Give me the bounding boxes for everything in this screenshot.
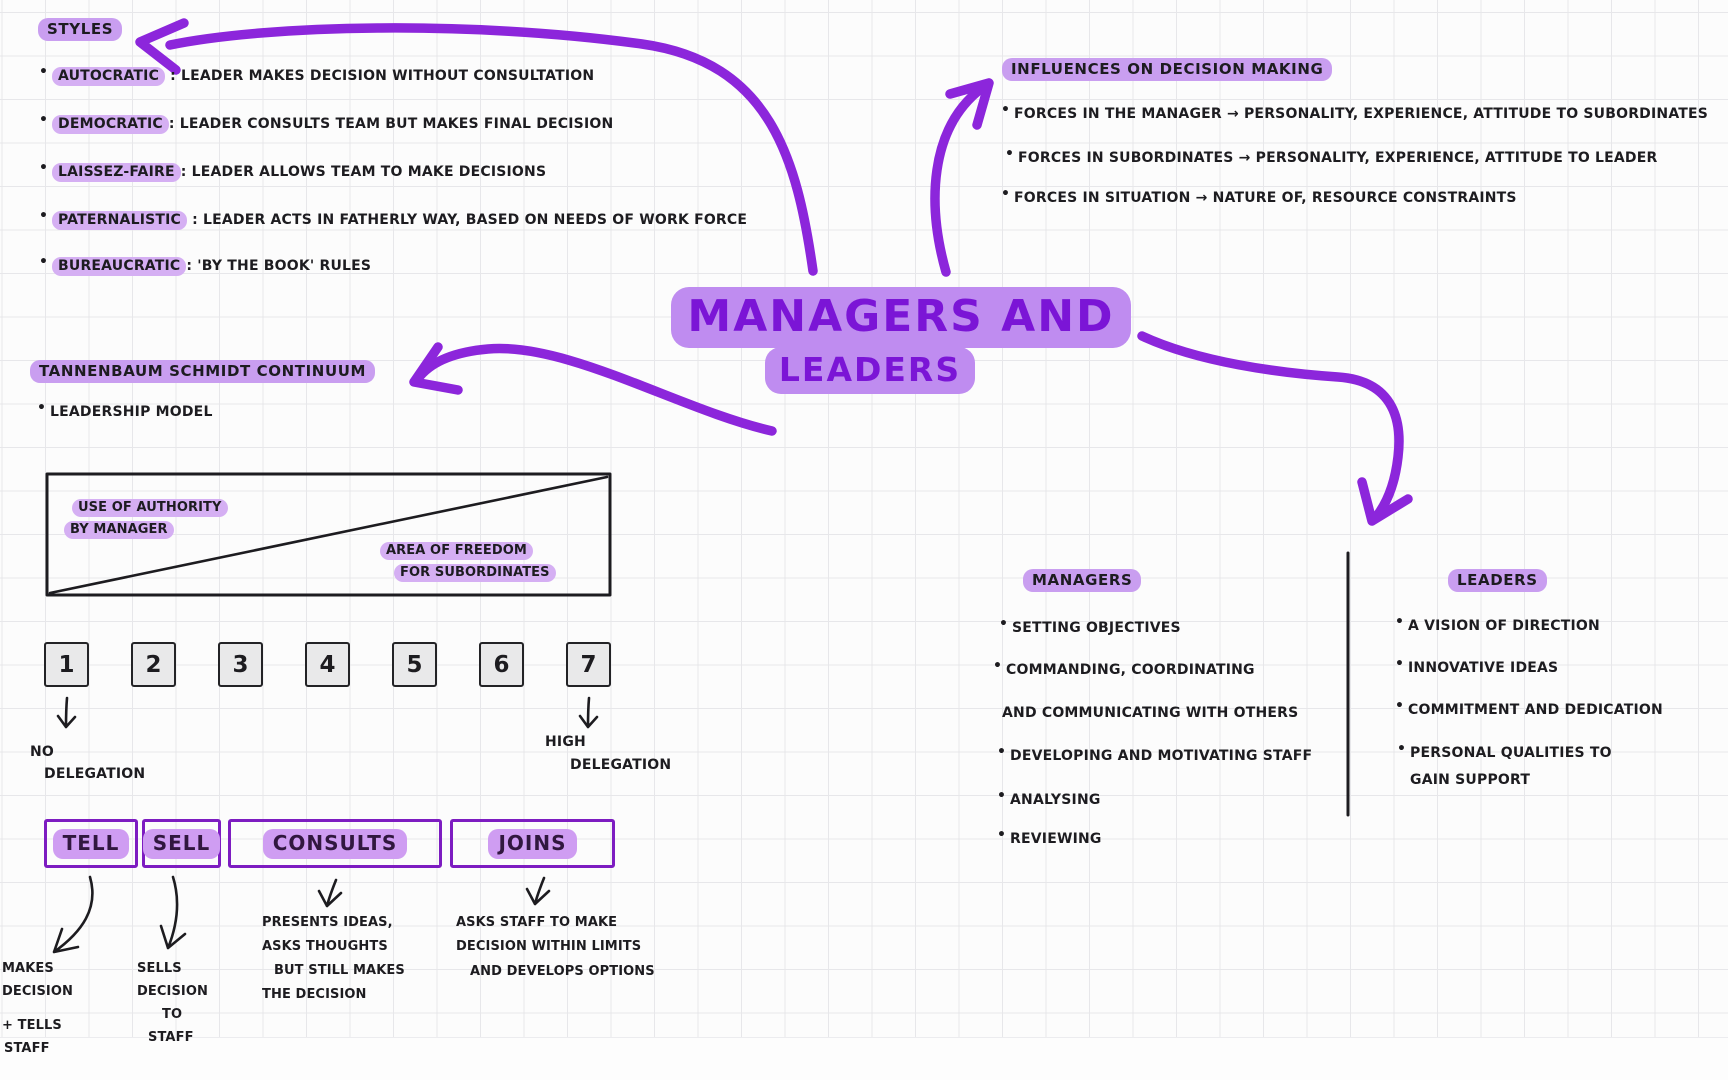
joins-desc-line: ASKS STAFF TO MAKE [456,915,618,930]
sell-desc-line: TO [162,1007,183,1022]
scale-box-3: 3 [218,642,263,687]
managers-item-cont: AND COMMUNICATING WITH OTHERS [1002,705,1299,721]
influences-item: FORCES IN SITUATION → NATURE OF, RESOURC… [1001,186,1517,206]
leaders-item: COMMITMENT AND DEDICATION [1395,698,1663,718]
managers-item: SETTING OBJECTIVES [999,616,1181,636]
mode-box-joins: JOINS [450,819,615,868]
scale-box-5: 5 [392,642,437,687]
tell-desc-line: STAFF [4,1041,50,1056]
mode-label-consults: CONSULTS [262,828,408,859]
sell-desc-line: DECISION [137,984,208,999]
tell-desc-line: + TELLS [2,1018,62,1033]
styles-term: LAISSEZ-FAIRE [52,163,181,182]
mode-label-tell: TELL [52,828,130,859]
mode-label-joins: JOINS [488,828,577,859]
leaders-heading: LEADERS [1448,569,1547,592]
styles-term: AUTOCRATIC [52,67,166,86]
styles-term: DEMOCRATIC [52,115,169,134]
joins-desc-line: DECISION WITHIN LIMITS [456,939,642,954]
consults-desc-line: BUT STILL MAKES [274,963,405,978]
sell-desc-line: STAFF [148,1030,194,1045]
tell-desc-line: DECISION [2,984,73,999]
styles-desc: : LEADER ALLOWS TEAM TO MAKE DECISIONS [180,164,547,180]
managers-item: ANALYSING [997,788,1101,808]
mode-box-tell: TELL [44,819,138,868]
page-bottom-margin [0,1037,1728,1080]
styles-item-bureaucratic: BUREAUCRATIC: 'BY THE BOOK' RULES [39,254,372,276]
styles-term: PATERNALISTIC [52,211,188,230]
high-delegation-line2: DELEGATION [570,757,672,773]
scale-box-6: 6 [479,642,524,687]
styles-desc: : LEADER CONSULTS TEAM BUT MAKES FINAL D… [168,116,614,132]
styles-desc: : LEADER ACTS IN FATHERLY WAY, BASED ON … [187,212,748,228]
leaders-item: A VISION OF DIRECTION [1395,614,1600,634]
consults-desc-line: ASKS THOUGHTS [262,939,388,954]
managers-item: DEVELOPING AND MOTIVATING STAFF [997,744,1312,764]
mode-label-sell: SELL [142,828,221,859]
managers-heading: MANAGERS [1023,569,1142,592]
leaders-item-cont: GAIN SUPPORT [1410,772,1531,788]
styles-item-democratic: DEMOCRATIC: LEADER CONSULTS TEAM BUT MAK… [39,112,614,134]
styles-desc: : 'BY THE BOOK' RULES [186,258,372,274]
tannenbaum-heading: TANNENBAUM SCHMIDT CONTINUUM [30,360,376,383]
styles-desc: : LEADER MAKES DECISION WITHOUT CONSULTA… [165,68,595,84]
tell-desc-line: MAKES [2,961,54,976]
central-topic-row2: LEADERS [670,347,1070,394]
styles-heading: STYLES [38,18,123,41]
central-topic-line1: MANAGERS AND [671,287,1131,348]
leaders-item: INNOVATIVE IDEAS [1395,656,1558,676]
scale-box-1: 1 [44,642,89,687]
central-topic-line2: LEADERS [764,347,976,394]
mode-box-consults: CONSULTS [228,819,442,868]
authority-label-line2: BY MANAGER [64,521,174,539]
consults-desc-line: THE DECISION [262,987,367,1002]
high-delegation-line1: HIGH [545,734,586,750]
no-delegation-line2: DELEGATION [44,766,146,782]
consults-desc-line: PRESENTS IDEAS, [262,915,393,930]
styles-item-autocratic: AUTOCRATIC : LEADER MAKES DECISION WITHO… [39,64,595,86]
no-delegation-line1: NO [30,744,55,760]
influences-item: FORCES IN SUBORDINATES → PERSONALITY, EX… [1005,146,1658,166]
influences-item: FORCES IN THE MANAGER → PERSONALITY, EXP… [1001,102,1708,122]
styles-term: BUREAUCRATIC [52,257,187,276]
scale-box-4: 4 [305,642,350,687]
styles-item-paternalistic: PATERNALISTIC : LEADER ACTS IN FATHERLY … [39,208,748,230]
mode-box-sell: SELL [142,819,221,868]
sell-desc-line: SELLS [137,961,182,976]
scale-box-2: 2 [131,642,176,687]
freedom-label-line2: FOR SUBORDINATES [394,564,556,582]
authority-label-line1: USE OF AUTHORITY [72,499,228,517]
leaders-item: PERSONAL QUALITIES TO [1397,741,1612,761]
styles-item-laissez-faire: LAISSEZ-FAIRE: LEADER ALLOWS TEAM TO MAK… [39,160,547,182]
freedom-label-line1: AREA OF FREEDOM [380,542,533,560]
managers-item: COMMANDING, COORDINATING [993,658,1255,678]
managers-item: REVIEWING [997,827,1102,847]
tannenbaum-bullet: LEADERSHIP MODEL [37,400,213,420]
scale-box-7: 7 [566,642,611,687]
central-topic: MANAGERS AND [670,287,1132,348]
joins-desc-line: AND DEVELOPS OPTIONS [470,964,655,979]
influences-heading: INFLUENCES ON DECISION MAKING [1002,58,1333,81]
